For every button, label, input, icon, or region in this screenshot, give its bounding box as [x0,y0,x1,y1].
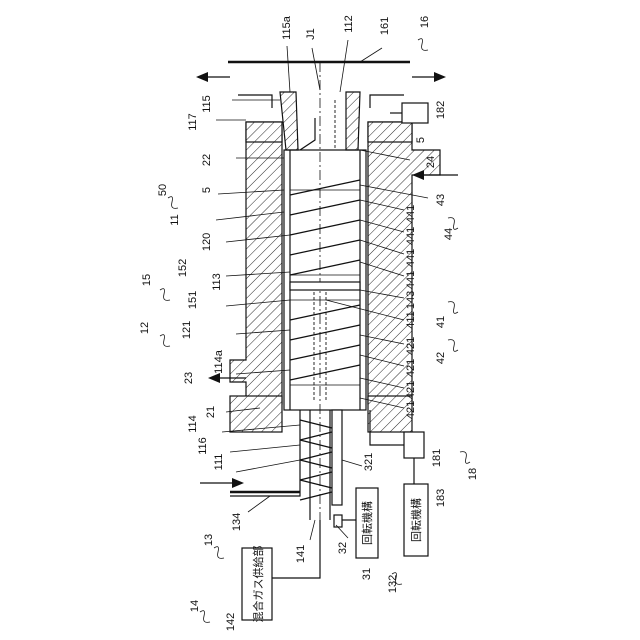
outlet-wall-right [370,95,404,108]
label-421-d: 421 [405,401,417,419]
label-141: 141 [295,545,307,563]
box-181 [404,432,424,458]
label-18: 18 [467,468,479,480]
label-11: 11 [169,214,181,225]
label-181: 181 [431,449,443,467]
upper-nozzle-left [280,92,298,150]
coupling [334,515,342,527]
label-23: 23 [183,372,195,384]
label-J1: J1 [305,28,317,40]
label-441-a: 441 [405,205,417,223]
label-441-d: 441 [405,271,417,289]
label-151: 151 [187,291,199,309]
label-12: 12 [139,322,151,334]
label-120: 120 [201,233,213,251]
label-411: 411 [405,311,417,329]
label-113: 113 [211,273,223,291]
label-5-right: 5 [415,137,427,143]
flow-arrow-upper [300,118,315,150]
box-182 [402,103,428,123]
label-24: 24 [425,156,437,168]
mixed-gas-supply-label: 混合ガス供給部 [251,546,265,623]
label-13: 13 [203,534,215,546]
label-121: 121 [181,321,193,339]
label-421-a: 421 [405,337,417,355]
label-143: 143 [405,291,417,309]
label-116: 116 [197,437,209,455]
label-421-b: 421 [405,359,417,377]
label-5-left: 5 [201,187,213,193]
label-21: 21 [205,406,217,418]
upper-blades-44 [290,180,360,275]
label-16: 16 [419,16,431,28]
label-117: 117 [187,113,199,131]
inner-tube [284,150,366,410]
label-31: 31 [361,568,373,580]
flange-bottom-left [230,396,282,432]
lower-blades-42 [290,300,360,385]
label-22: 22 [201,154,213,166]
label-111: 111 [213,454,225,471]
label-42: 42 [435,352,447,364]
separator-plate [290,282,360,290]
flange-top-left [246,122,282,142]
casing-left [230,122,282,404]
arrowhead-right-top [434,72,446,82]
label-115: 115 [201,95,213,113]
label-44: 44 [443,228,455,240]
label-183: 183 [435,489,447,507]
label-41: 41 [435,316,447,328]
label-321: 321 [363,453,375,471]
label-142: 142 [225,613,237,631]
upper-nozzle-right [346,92,360,150]
label-441-c: 441 [405,249,417,267]
label-115a: 115a [281,15,293,40]
arrowhead-left-top [196,72,208,82]
label-15: 15 [141,274,153,286]
label-161: 161 [379,17,391,35]
label-441-b: 441 [405,227,417,245]
label-114a: 114a [213,349,225,374]
label-112: 112 [343,15,355,33]
label-50: 50 [157,184,169,196]
label-32: 32 [337,542,349,554]
label-152: 152 [177,259,189,277]
drive-sleeve [332,410,342,505]
label-14: 14 [189,600,201,612]
label-134: 134 [231,513,243,531]
label-421-c: 421 [405,381,417,399]
arrowhead-inlet-13 [232,478,244,488]
flange-top-right [368,122,412,142]
label-114: 114 [187,415,199,433]
outlet-wall-left [238,95,272,108]
label-182: 182 [435,101,447,119]
label-43: 43 [435,194,447,206]
rotation-mechanism-31-label: 回転機構 [360,501,374,545]
rotation-mechanism-183-label: 回転機構 [409,498,423,542]
